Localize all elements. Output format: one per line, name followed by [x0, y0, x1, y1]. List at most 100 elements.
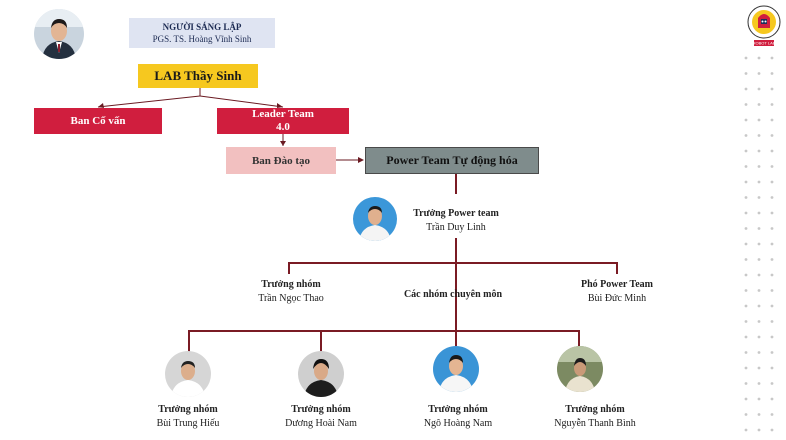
power-team-box: Power Team Tự động hóa — [365, 147, 539, 174]
decorative-dot — [744, 149, 748, 153]
decorative-dot — [744, 397, 748, 401]
decorative-dot — [757, 382, 761, 385]
power-team-label: Power Team Tự động hóa — [386, 153, 518, 167]
training-box: Ban Đào tạo — [226, 147, 336, 174]
member-4-avatar — [557, 346, 603, 392]
decorative-dot — [757, 413, 761, 416]
member-4: Trưởng nhóm Nguyễn Thanh Bình — [530, 403, 660, 431]
decorative-dot — [770, 335, 774, 339]
decorative-dot — [770, 149, 774, 153]
decorative-dot — [744, 382, 748, 385]
decorative-dot — [770, 273, 774, 277]
decorative-dot — [770, 413, 774, 416]
decorative-dot — [757, 428, 761, 432]
decorative-dot — [770, 366, 774, 370]
founder-avatar — [34, 9, 84, 59]
decorative-dot — [757, 103, 761, 106]
member-2-avatar — [298, 351, 344, 397]
power-lead-avatar — [353, 197, 397, 241]
decorative-dot — [757, 320, 761, 323]
vice-lead-name: Bùi Đức Minh — [587, 293, 647, 304]
power-lead: Trưởng Power team Trần Duy Linh — [400, 207, 512, 235]
decorative-dot — [757, 165, 761, 168]
decorative-dot — [757, 289, 761, 292]
member-1-role: Trưởng nhóm — [158, 404, 218, 415]
member-4-role: Trưởng nhóm — [565, 404, 625, 415]
decorative-dot — [744, 180, 748, 184]
member-2-role: Trưởng nhóm — [291, 404, 351, 415]
decorative-dot — [770, 180, 774, 184]
decorative-dot — [744, 72, 748, 75]
decorative-dot — [744, 366, 748, 370]
bottom-drop-4 — [578, 330, 580, 346]
decorative-dot — [757, 242, 761, 246]
lab-logo-icon: ROBOT LAB — [747, 5, 781, 46]
lab-logo-text: ROBOT LAB — [753, 41, 776, 46]
decorative-dot — [770, 397, 774, 401]
training-label: Ban Đào tạo — [251, 154, 311, 167]
advisors-label: Ban Cố vấn — [70, 115, 126, 127]
decorative-dot — [744, 304, 748, 308]
decorative-dot — [770, 304, 774, 308]
decorative-dot — [770, 196, 774, 199]
power-team-stem — [455, 174, 457, 194]
decorative-dot — [770, 320, 774, 323]
founder-box: NGƯỜI SÁNG LẬP PGS. TS. Hoàng Vĩnh Sinh — [129, 18, 275, 48]
group-lead-name: Trần Ngọc Thao — [258, 293, 324, 304]
lab-label: LAB Thầy Sinh — [154, 68, 242, 83]
mid-horizontal-line — [288, 262, 618, 264]
decorative-dot — [757, 304, 761, 308]
decorative-dot — [770, 242, 774, 246]
decorative-dot — [770, 118, 774, 122]
bottom-drop-3 — [455, 330, 457, 346]
power-lead-stem — [455, 238, 457, 332]
advisors-box: Ban Cố vấn — [34, 108, 162, 134]
member-1: Trưởng nhóm Bùi Trung Hiếu — [128, 403, 248, 431]
member-3: Trưởng nhóm Ngô Hoàng Nam — [396, 403, 520, 431]
bottom-horizontal-line — [188, 330, 580, 332]
vice-lead: Phó Power Team Bùi Đức Minh — [566, 278, 668, 306]
decorative-dots — [744, 56, 774, 432]
decorative-dot — [770, 72, 774, 75]
decorative-dot — [744, 211, 748, 215]
member-3-avatar — [433, 346, 479, 392]
decorative-dot — [744, 351, 748, 354]
decorative-dot — [757, 149, 761, 153]
bottom-drop-1 — [188, 330, 190, 352]
member-3-name: Ngô Hoàng Nam — [423, 418, 493, 429]
decorative-dot — [757, 56, 761, 60]
decorative-dot — [770, 428, 774, 432]
founder-title: NGƯỜI SÁNG LẬP — [162, 22, 242, 32]
decorative-dot — [757, 397, 761, 401]
decorative-dot — [744, 289, 748, 292]
member-2-name: Dương Hoài Nam — [285, 418, 357, 429]
mid-drop-left — [288, 262, 290, 274]
decorative-dot — [770, 165, 774, 168]
lab-box: LAB Thầy Sinh — [138, 64, 258, 88]
decorative-dot — [744, 428, 748, 432]
decorative-dot — [770, 56, 774, 60]
decorative-dot — [744, 196, 748, 199]
decorative-dot — [757, 87, 761, 91]
decorative-dot — [757, 134, 761, 137]
decorative-dot — [744, 134, 748, 137]
decorative-dot — [744, 320, 748, 323]
decorative-dot — [757, 180, 761, 184]
leader-team-box: Leader Team 4.0 — [217, 108, 349, 134]
member-3-role: Trưởng nhóm — [428, 404, 488, 415]
decorative-dot — [757, 227, 761, 230]
decorative-dot — [770, 258, 774, 261]
decorative-dot — [770, 211, 774, 215]
decorative-dot — [757, 335, 761, 339]
decorative-dot — [770, 134, 774, 137]
decorative-dot — [744, 335, 748, 339]
founder-name: PGS. TS. Hoàng Vĩnh Sinh — [152, 34, 252, 44]
decorative-dot — [744, 242, 748, 246]
vice-lead-role: Phó Power Team — [580, 279, 654, 290]
decorative-dot — [757, 351, 761, 354]
decorative-dot — [770, 87, 774, 91]
decorative-dot — [757, 72, 761, 75]
decorative-dot — [757, 118, 761, 122]
decorative-dot — [770, 227, 774, 230]
decorative-dot — [744, 227, 748, 230]
